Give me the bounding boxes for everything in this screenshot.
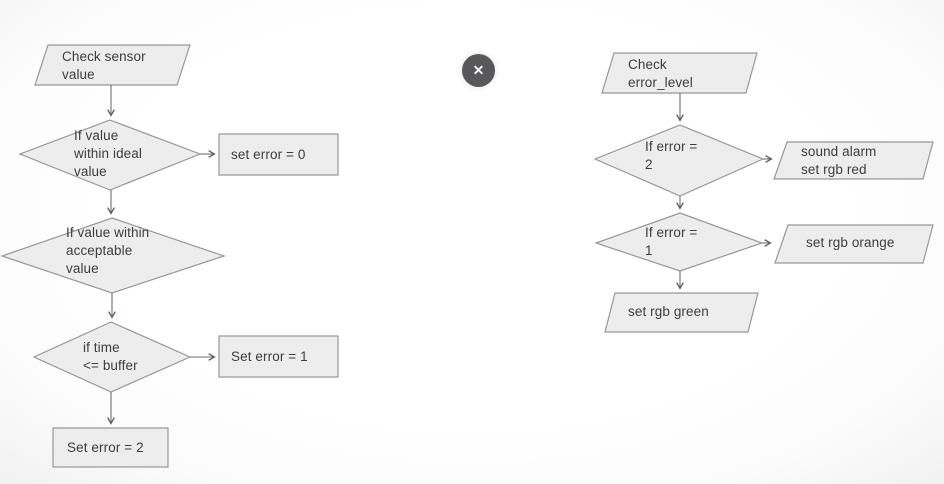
left-decision1-label: If value within ideal value [74,128,142,179]
left-start-label: Check sensor value [62,49,146,82]
left-decision1-shape [18,119,202,191]
left-action3-label: Set error = 2 [67,440,144,455]
left-action2-shape [218,335,339,378]
right-decision1-label: If error = 2 [645,139,698,172]
left-action1-shape [218,133,339,176]
right-action1-shape [773,141,934,180]
right-action2-shape [774,224,934,264]
left-action2-label: Set error = 1 [231,349,308,364]
right-end-label: set rgb green [628,304,709,319]
right-decision2-label: If error = 1 [645,225,698,258]
right-end-shape [604,292,759,333]
right-start-io-shape [601,52,758,94]
right-start-label: Check error_level [628,57,693,90]
left-start-io-shape [34,44,191,86]
close-icon: ✕ [472,62,485,78]
left-action1-label: set error = 0 [231,147,306,162]
right-action2-label: set rgb orange [806,235,895,250]
close-button[interactable]: ✕ [462,54,495,87]
right-action1-label: sound alarm set rgb red [801,144,877,177]
left-decision3-label: if time <= buffer [83,340,138,373]
left-decision2-label: If value within acceptable value [66,225,150,276]
left-action3-shape [52,427,169,468]
